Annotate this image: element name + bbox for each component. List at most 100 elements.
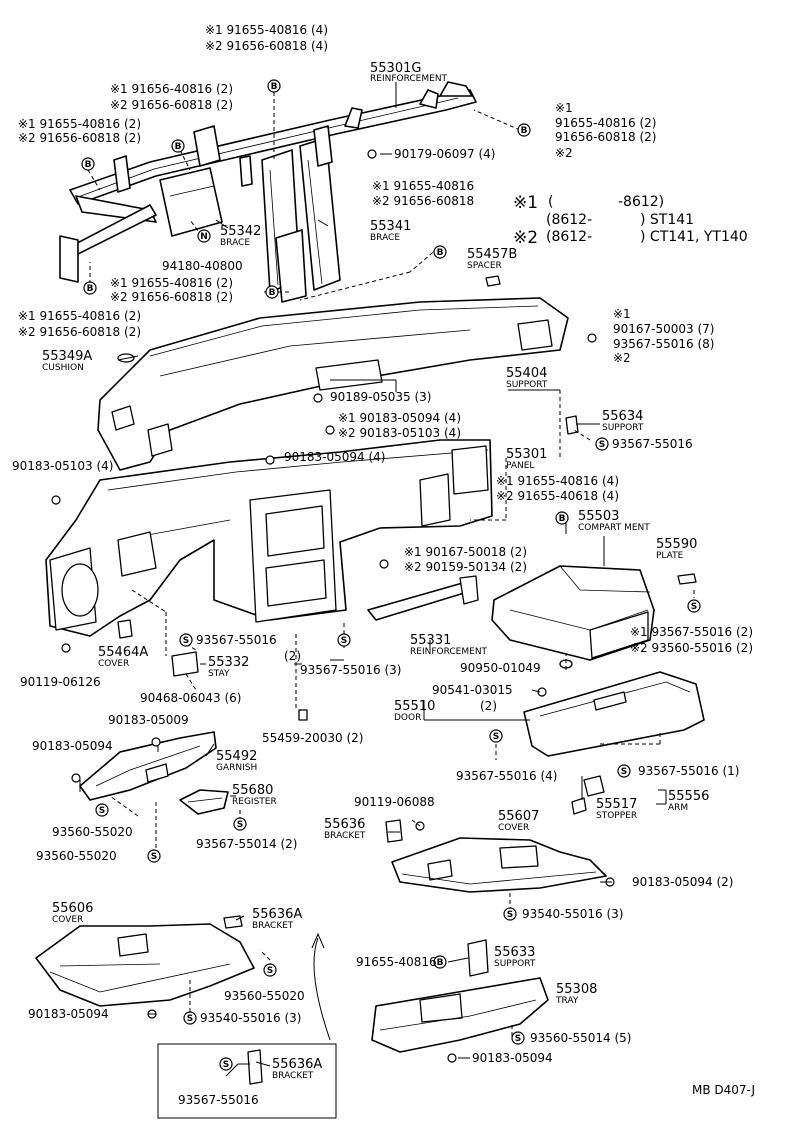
label: PLATE	[656, 551, 684, 561]
bracket-55636-part	[385, 819, 403, 843]
legend-r2-model: ) CT141, YT140	[640, 229, 748, 245]
label: 90468-06043 (6)	[140, 691, 242, 705]
label: BRACE	[220, 238, 250, 248]
label: REGISTER	[232, 797, 277, 807]
svg-text:B: B	[521, 126, 528, 136]
legend-mark-2: ※2	[513, 228, 538, 248]
s-marker: S	[263, 963, 277, 977]
svg-text:S: S	[183, 636, 189, 646]
cover-55464a-part	[117, 619, 133, 639]
legend-r1-open: (	[548, 194, 553, 210]
label: 55457B	[467, 247, 517, 262]
label: ※2 90183-05103 (4)	[338, 426, 461, 440]
label: DOOR	[394, 713, 421, 723]
label: 90179-06097 (4)	[394, 147, 496, 161]
label: REINFORCEMENT	[370, 74, 448, 84]
label: 90183-05103 (4)	[12, 459, 114, 473]
label: 55342	[220, 224, 261, 239]
glovebox-door	[523, 671, 705, 757]
label: 55634	[602, 409, 643, 424]
b-marker: B	[265, 285, 279, 299]
inset-bracket-part	[247, 1049, 263, 1085]
legend-r1-start: (8612-	[546, 212, 592, 228]
label: 93560-55014 (5)	[530, 1031, 632, 1045]
label: 93560-55020	[36, 849, 117, 863]
label: 55459-20030 (2)	[262, 731, 364, 745]
stay-55332-part	[171, 651, 199, 677]
label: BRACKET	[272, 1071, 314, 1081]
garnish	[79, 731, 217, 801]
label: ※2	[613, 351, 631, 365]
legend-r2-start: (8612-	[546, 229, 592, 245]
label: 93567-55016	[178, 1093, 259, 1107]
b-marker: B	[555, 511, 569, 525]
label: TRAY	[555, 996, 579, 1006]
label: 55606	[52, 901, 93, 916]
label: 90119-06126	[20, 675, 101, 689]
label: 93560-55020	[52, 825, 133, 839]
svg-text:B: B	[175, 142, 182, 152]
label: 90183-05094	[28, 1007, 109, 1021]
label: 55680	[232, 783, 273, 798]
cover-55606	[35, 923, 255, 1007]
s-markers: S S S S S S S S S S S S S S	[95, 437, 701, 1071]
svg-text:S: S	[223, 1060, 229, 1070]
label: 55636	[324, 817, 365, 832]
svg-text:S: S	[267, 966, 273, 976]
label: 55341	[370, 219, 411, 234]
cover-55607	[391, 837, 607, 893]
b-marker: B	[433, 955, 447, 969]
label: 90167-50003 (7)	[613, 322, 715, 336]
part-labels: ※1 91655-40816 (4) ※2 91656-60818 (4) 55…	[12, 23, 755, 1107]
main-panel	[45, 439, 493, 637]
label: SUPPORT	[602, 423, 644, 433]
b-marker: B	[81, 157, 95, 171]
s-marker: S	[503, 907, 517, 921]
label: ※1 91655-40816 (2)	[18, 117, 141, 131]
nut-55459	[298, 709, 308, 721]
svg-text:B: B	[87, 284, 94, 294]
s-marker: S	[617, 764, 631, 778]
b-marker: B	[171, 139, 185, 153]
label: ※1 91655-40816	[372, 179, 474, 193]
label: 93567-55016	[196, 633, 277, 647]
label: 55301G	[370, 61, 421, 76]
label: 93540-55016 (3)	[522, 907, 624, 921]
label: 55301	[506, 447, 547, 462]
label: COVER	[52, 915, 83, 925]
label: (2)	[480, 699, 497, 713]
svg-text:S: S	[237, 820, 243, 830]
label: CUSHION	[42, 363, 84, 373]
label: ※2 91656-60818 (2)	[110, 98, 233, 112]
label: ※2 91655-40618 (4)	[496, 489, 619, 503]
b-markers: B B B B B B B B B	[81, 79, 569, 969]
label: 55510	[394, 699, 435, 714]
label: 55308	[556, 982, 597, 997]
label: 90950-01049	[460, 661, 541, 675]
s-marker: S	[183, 1011, 197, 1025]
label: SUPPORT	[506, 380, 548, 390]
label: 55633	[494, 945, 535, 960]
s-marker: S	[147, 849, 161, 863]
label: ※1 91656-40816 (2)	[110, 82, 233, 96]
label: 55556	[668, 789, 709, 804]
label: REINFORCEMENT	[410, 647, 488, 657]
label: ※2 91656-60818 (2)	[18, 325, 141, 339]
svg-text:S: S	[507, 910, 513, 920]
label: 90183-05094 (4)	[284, 450, 386, 464]
svg-text:S: S	[493, 732, 499, 742]
b-marker: B	[517, 123, 531, 137]
label: ※2	[555, 146, 573, 160]
label: ※1 91655-40816 (2)	[110, 276, 233, 290]
label: ※1 90167-50018 (2)	[404, 545, 527, 559]
label: 55503	[578, 509, 619, 524]
stopper-part	[571, 797, 587, 815]
svg-text:B: B	[437, 958, 444, 968]
svg-text:B: B	[269, 288, 276, 298]
label: COVER	[98, 659, 129, 669]
spacer-part	[485, 275, 501, 287]
label: SPACER	[467, 261, 502, 271]
n-marker: N	[197, 229, 211, 243]
legend-r1-model: ) ST141	[640, 212, 694, 228]
